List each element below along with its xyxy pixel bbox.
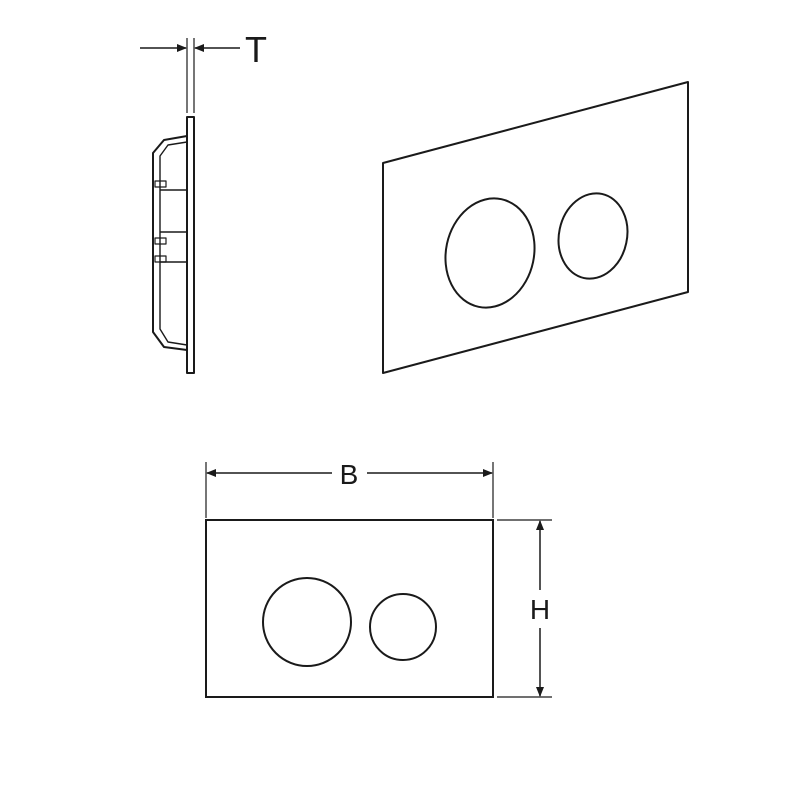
side-view-housing-inner [159, 141, 188, 346]
b-dimension-label: B [340, 459, 359, 490]
side-view-clip-mid [154, 237, 167, 245]
t-dimension-label: T [245, 29, 267, 70]
perspective-large-button [444, 197, 536, 309]
h-dimension-label: H [530, 594, 550, 625]
front-small-button [369, 593, 437, 661]
front-view [205, 519, 494, 698]
side-view-plate [186, 116, 195, 374]
b-dimension [205, 462, 494, 518]
side-view-housing [152, 135, 188, 351]
perspective-view [382, 81, 689, 374]
perspective-small-button [557, 192, 629, 280]
perspective-plate [382, 81, 689, 374]
side-view [152, 38, 195, 374]
side-view-clip-bottom [154, 255, 167, 263]
side-view-clip-top [154, 180, 167, 188]
h-dimension [497, 519, 552, 698]
front-large-button [262, 577, 352, 667]
